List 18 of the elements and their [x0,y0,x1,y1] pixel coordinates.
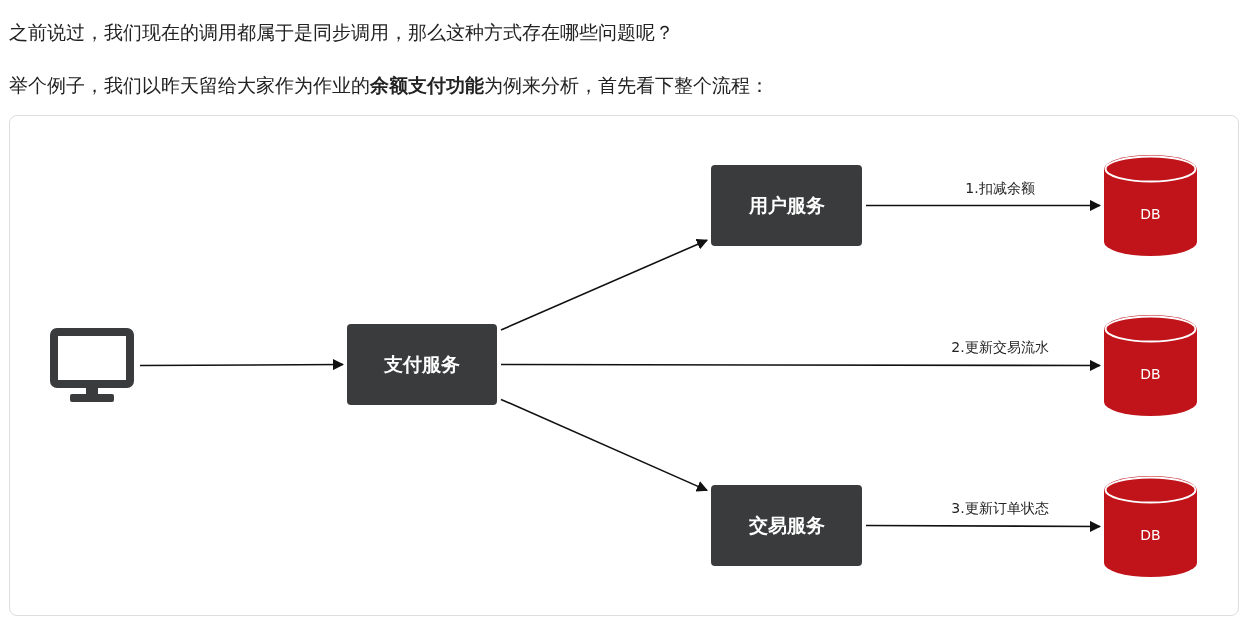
monitor-icon [50,328,134,403]
arrow [500,239,709,331]
database-cylinder: DB [1104,315,1197,416]
paragraph: 举个例子，我们以昨天留给大家作为作业的余额支付功能为例来分析，首先看下整个流程： [9,73,769,98]
edge-label: 2.更新交易流水 [949,338,1051,357]
arrow [865,199,1102,212]
database-cylinder: DB [1104,155,1197,256]
paragraph: 之前说过，我们现在的调用都属于是同步调用，那么这种方式存在哪些问题呢？ [9,20,674,45]
arrow [500,359,1102,372]
arrow [500,398,708,492]
edge-label: 1.扣减余额 [963,179,1037,198]
service-box: 交易服务 [711,485,862,566]
database-cylinder: DB [1104,476,1197,577]
arrow [865,520,1102,533]
service-box: 用户服务 [711,165,862,246]
arrow [139,358,345,371]
service-box: 支付服务 [347,324,497,405]
edge-label: 3.更新订单状态 [949,499,1051,518]
